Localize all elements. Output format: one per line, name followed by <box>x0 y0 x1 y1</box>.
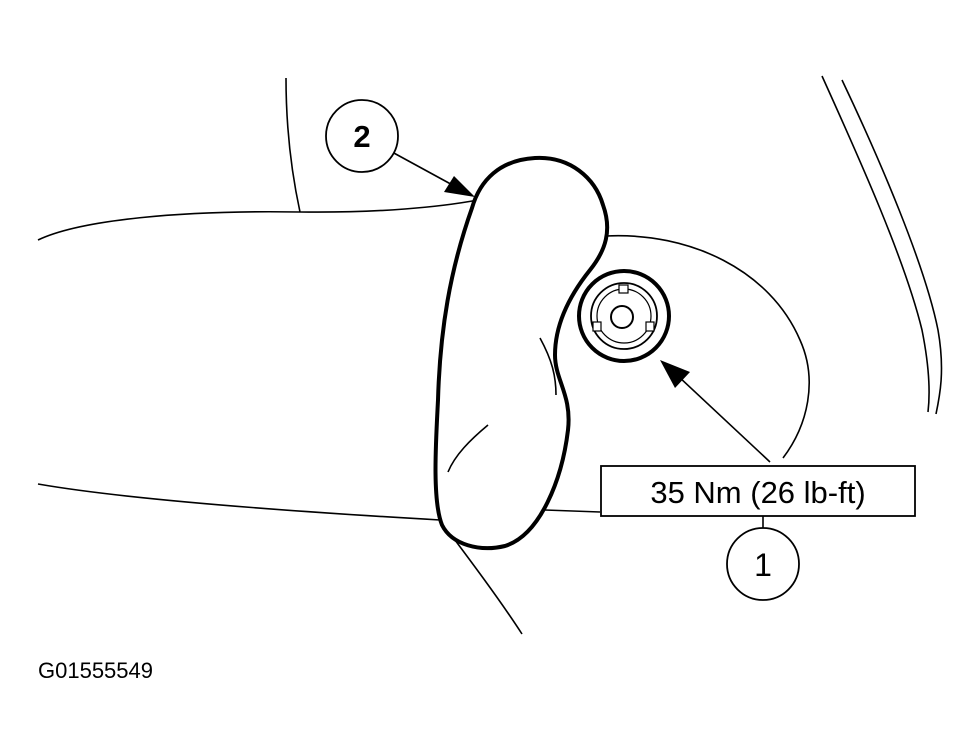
arm-lower-edge-right <box>544 509 601 513</box>
arm-upper-edge <box>37 199 479 241</box>
figure-id: G01555549 <box>38 658 153 683</box>
right-panel-contour-inner <box>841 79 943 415</box>
part-2-bracket <box>433 155 610 551</box>
torque-spec-box: 35 Nm (26 lb-ft) <box>600 465 916 517</box>
callout-1-number: 1 <box>754 547 772 583</box>
part-1-bolt <box>577 269 671 363</box>
part-2-inner-contour-lower <box>447 424 489 473</box>
torque-spec-label: 35 Nm (26 lb-ft) <box>650 475 865 510</box>
right-panel-contour-outer <box>821 75 930 413</box>
callout-1: 1 <box>726 527 800 601</box>
leader-arrow-1 <box>660 360 771 463</box>
hub-arc <box>605 234 810 459</box>
part-2-inner-contour-upper <box>539 337 557 396</box>
callout-2-number: 2 <box>353 119 370 154</box>
body-contour-upper-left <box>285 77 301 213</box>
arm-lower-edge <box>37 483 441 521</box>
callout-2: 2 <box>325 99 399 173</box>
leader-arrow-2 <box>391 151 475 197</box>
